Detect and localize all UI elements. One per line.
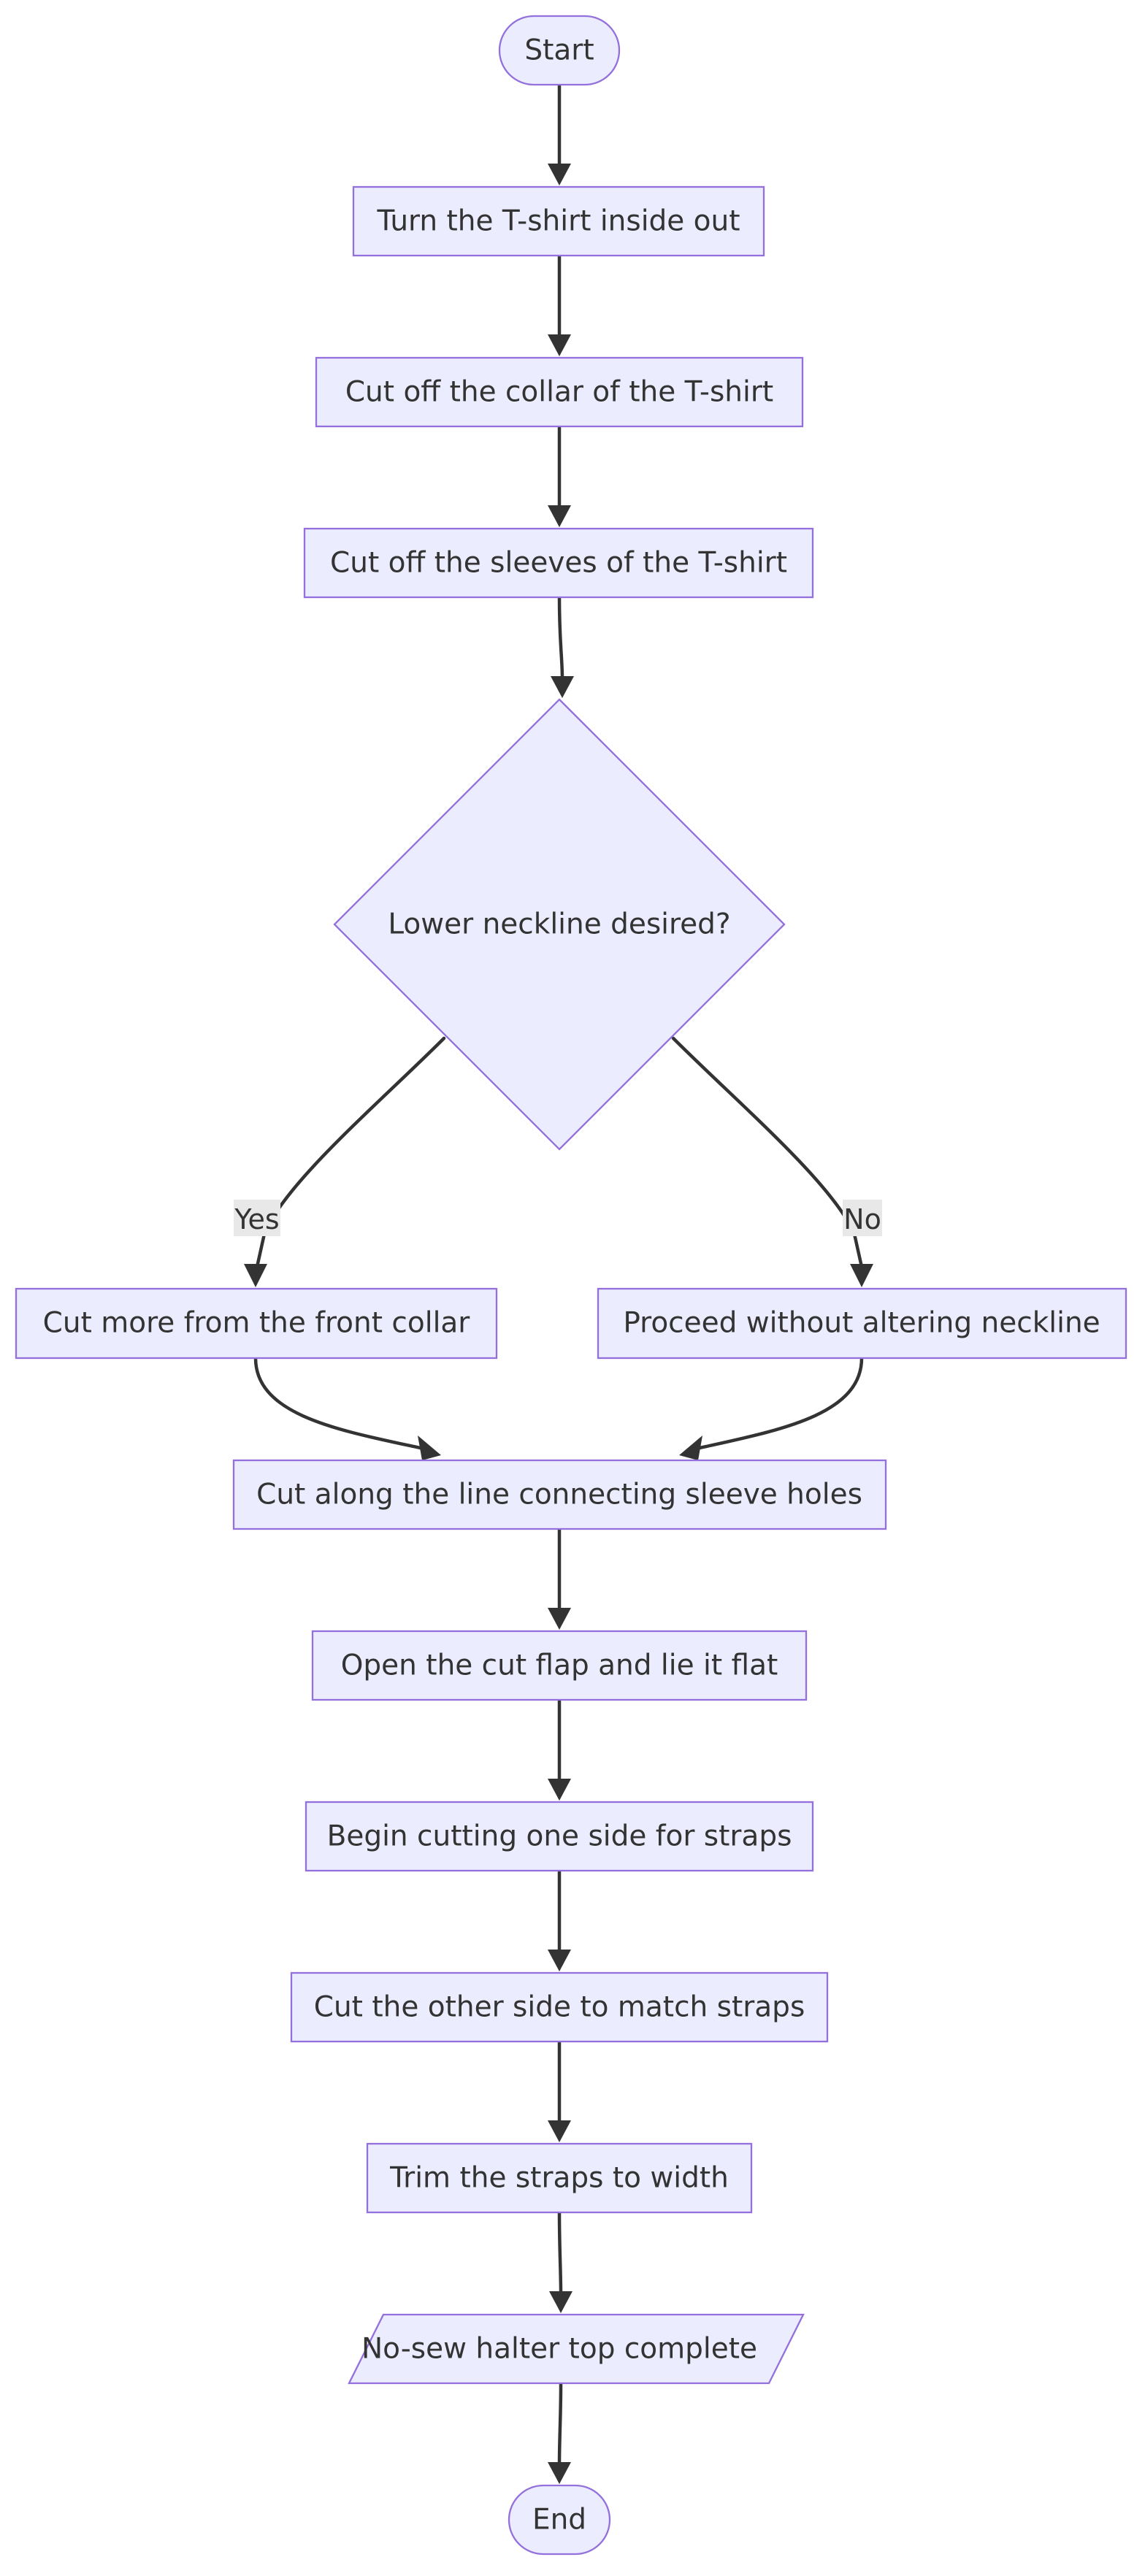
svg-text:No: No: [843, 1203, 881, 1235]
arrowhead-icon: [850, 1264, 873, 1287]
node-proceed-without-altering: Proceed without altering neckline: [597, 1287, 1127, 1360]
edge-other-side-to-trim-straps: [548, 2039, 571, 2142]
edge-cut-collar-to-cut-sleeves: [548, 424, 571, 527]
node-cut-front-collar: Cut more from the front collar: [15, 1287, 498, 1360]
arrowhead-icon: [548, 1779, 571, 1801]
edge-begin-straps-to-other-side: [548, 1868, 571, 1971]
node-cut-along-line: Cut along the line connecting sleeve hol…: [232, 1459, 887, 1530]
arrowhead-icon: [548, 2462, 571, 2484]
svg-text:Yes: Yes: [234, 1203, 279, 1235]
svg-text:Begin cutting one side for str: Begin cutting one side for straps: [327, 1820, 792, 1853]
edge-inside-out-to-cut-collar: [548, 253, 571, 356]
arrowhead-icon: [548, 2120, 571, 2142]
arrowhead-icon: [418, 1435, 441, 1460]
svg-text:Cut along the line connecting: Cut along the line connecting sleeve hol…: [256, 1479, 862, 1511]
svg-text:Turn the T-shirt inside out: Turn the T-shirt inside out: [376, 205, 740, 238]
edge-trim-straps-to-complete: [549, 2210, 572, 2313]
svg-text:End: End: [532, 2504, 586, 2537]
node-halter-top-complete: No-sew halter top complete: [348, 2313, 805, 2385]
edge-decision-no-to-proceed: [671, 1036, 873, 1287]
edge-cut-sleeves-to-decision: [551, 595, 574, 698]
edge-proceed-to-cut-line: [679, 1356, 864, 1460]
node-trim-straps: Trim the straps to width: [366, 2142, 753, 2214]
node-cut-sleeves: Cut off the sleeves of the T-shirt: [303, 527, 814, 599]
edge-cut-front-to-cut-line: [253, 1356, 441, 1460]
edge-open-flap-to-begin-straps: [548, 1698, 571, 1801]
edge-start-to-inside-out: [548, 83, 571, 185]
arrowhead-icon: [548, 164, 571, 185]
edge-complete-to-end: [548, 2381, 571, 2484]
svg-text:No-sew halter top complete: No-sew halter top complete: [361, 2333, 757, 2366]
edge-decision-yes-to-cut-front: [244, 1036, 446, 1287]
arrowhead-icon: [551, 676, 574, 698]
arrowhead-icon: [548, 1608, 571, 1630]
arrowhead-icon: [548, 334, 571, 356]
node-end: End: [508, 2484, 611, 2556]
svg-text:Lower neckline desired?: Lower neckline desired?: [388, 908, 730, 941]
edge-label-no: No: [843, 1200, 882, 1236]
arrowhead-icon: [679, 1435, 702, 1460]
node-start: Start: [498, 15, 621, 86]
arrowhead-icon: [548, 505, 571, 527]
svg-text:Open the cut flap and lie it f: Open the cut flap and lie it flat: [341, 1649, 778, 1682]
arrowhead-icon: [548, 1950, 571, 1971]
node-turn-inside-out: Turn the T-shirt inside out: [352, 185, 765, 257]
edges: [244, 83, 873, 2484]
edge-cut-line-to-open-flap: [548, 1527, 571, 1630]
edge-label-yes: Yes: [234, 1200, 280, 1236]
svg-text:Start: Start: [524, 34, 594, 67]
arrowhead-icon: [244, 1264, 267, 1287]
node-open-cut-flap: Open the cut flap and lie it flat: [311, 1630, 808, 1701]
svg-text:Proceed without altering neckl: Proceed without altering neckline: [623, 1307, 1100, 1340]
node-begin-cutting-straps: Begin cutting one side for straps: [305, 1801, 814, 1872]
svg-text:Cut off the collar of the T-sh: Cut off the collar of the T-shirt: [345, 376, 773, 409]
node-cut-other-side: Cut the other side to match straps: [290, 1971, 829, 2043]
arrowhead-icon: [549, 2291, 572, 2313]
svg-text:Trim the straps to width: Trim the straps to width: [389, 2162, 729, 2195]
svg-text:Cut off the sleeves of the T-s: Cut off the sleeves of the T-shirt: [330, 547, 787, 580]
svg-text:Cut the other side to match st: Cut the other side to match straps: [314, 1991, 805, 2024]
node-lower-neckline-decision: Lower neckline desired?: [333, 698, 786, 1151]
svg-text:Cut more from the front collar: Cut more from the front collar: [43, 1307, 471, 1340]
node-cut-collar: Cut off the collar of the T-shirt: [315, 356, 804, 428]
